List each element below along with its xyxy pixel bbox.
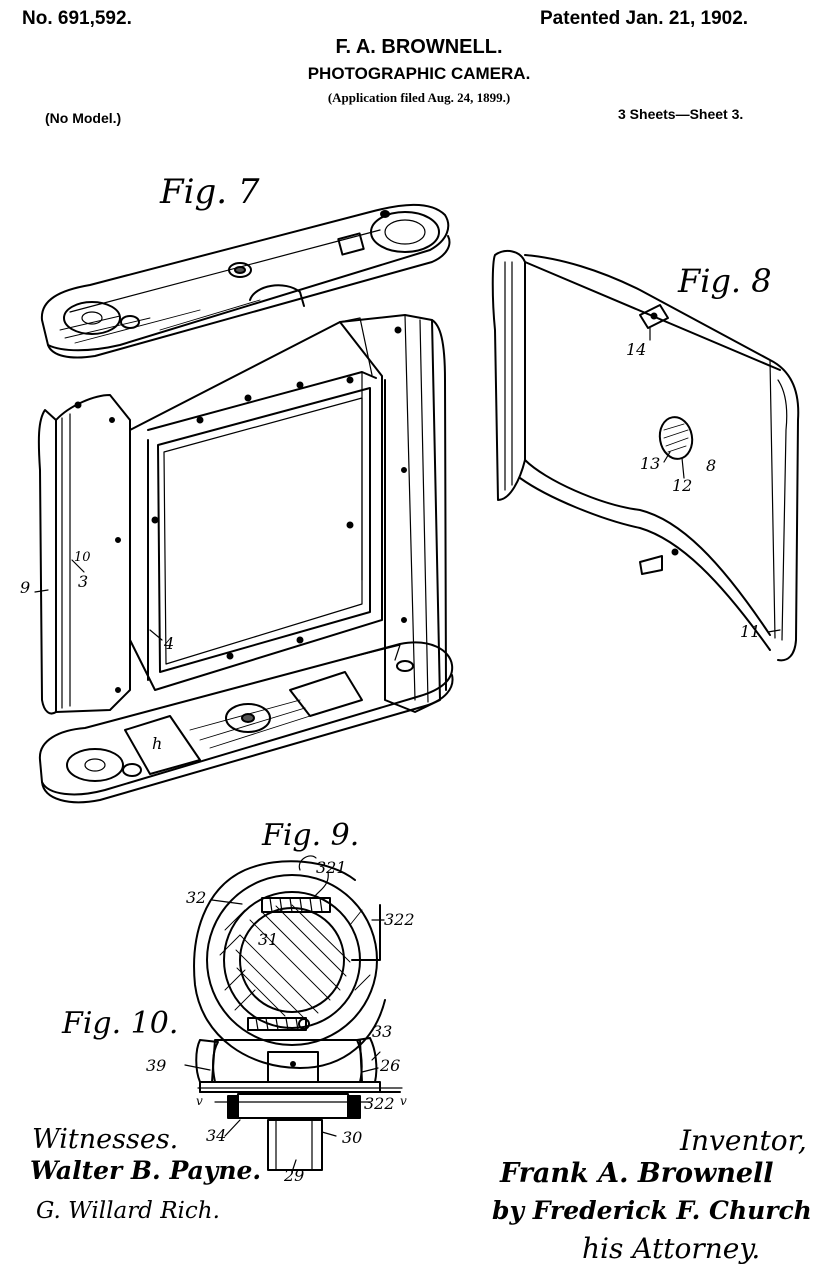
witness-signature-2: G. Willard Rich. — [36, 1198, 220, 1224]
ref-label-322-lower: 322 — [364, 1094, 395, 1113]
inventor-heading: Inventor, — [680, 1124, 807, 1157]
model-note: (No Model.) — [45, 110, 122, 126]
ref-label-31: 31 — [258, 930, 279, 949]
document-title: PHOTOGRAPHIC CAMERA. — [307, 64, 531, 83]
attorney-signature: by Frederick F. Church — [492, 1196, 812, 1225]
ref-label-322: 322 — [384, 910, 415, 929]
fig9-section — [193, 860, 386, 1069]
fig9-title: Fig. 9. — [262, 818, 360, 853]
patent-number: No. 691,592. — [22, 8, 132, 29]
sheet-count: 3 Sheets—Sheet 3. — [618, 106, 744, 122]
fig7-title: Fig. 7 — [160, 172, 260, 212]
patented-date: Patented Jan. 21, 1902. — [540, 8, 749, 29]
attorney-heading: his Attorney. — [582, 1232, 761, 1265]
ref-label-14: 14 — [626, 340, 647, 359]
ref-label-v-left: v — [196, 1094, 203, 1108]
fig10-elevation — [195, 1037, 403, 1171]
ref-label-32: 32 — [186, 888, 207, 907]
fig8-title: Fig. 8 — [678, 262, 772, 300]
ref-label-h: h — [152, 734, 163, 753]
ref-label-26: 26 — [380, 1056, 401, 1075]
ref-label-10: 10 — [74, 550, 91, 565]
witness-signature-1: Walter B. Payne. — [30, 1156, 262, 1185]
ref-label-8: 8 — [706, 456, 717, 475]
ref-label-34: 34 — [206, 1126, 227, 1145]
fig7-top-plate — [40, 203, 451, 359]
fig7-left-shell — [37, 394, 131, 715]
ref-label-13: 13 — [640, 454, 661, 473]
application-date: (Application filed Aug. 24, 1899.) — [327, 90, 511, 105]
fig10-title: Fig. 10. — [62, 1006, 179, 1041]
ref-label-30: 30 — [342, 1128, 363, 1147]
leader-lines — [34, 327, 781, 1173]
fig7-bottom-plate — [38, 641, 454, 804]
witnesses-heading: Witnesses. — [32, 1124, 179, 1155]
ref-label-321: 321 — [316, 858, 347, 877]
ref-label-33: 33 — [372, 1022, 393, 1041]
ref-label-9: 9 — [20, 578, 31, 597]
ref-label-29: 29 — [284, 1166, 305, 1185]
fig8-shell — [491, 249, 800, 662]
ref-label-11: 11 — [740, 622, 761, 641]
ref-label-39: 39 — [146, 1056, 167, 1075]
ref-label-4: 4 — [164, 634, 175, 653]
ref-label-3: 3 — [78, 572, 89, 591]
inventor-name: F. A. BROWNELL. — [335, 36, 503, 58]
inventor-signature: Frank A. Brownell — [500, 1158, 774, 1189]
ref-label-v-right: v — [400, 1094, 407, 1108]
ref-label-12: 12 — [672, 476, 693, 495]
